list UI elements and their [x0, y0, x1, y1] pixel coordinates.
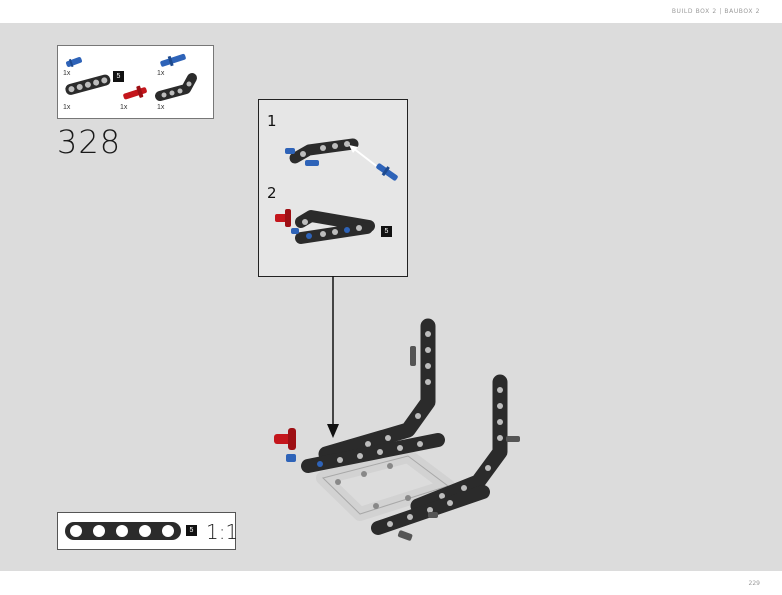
length-badge: 5 [113, 71, 124, 82]
parts-list: 1x 5 1x 1x 1x 1x [57, 45, 214, 119]
qty-blue-axle-pin: 1x [157, 70, 165, 77]
length-badge: 5 [381, 226, 392, 237]
blue-axle-pin-icon [160, 53, 186, 67]
down-arrow-icon [327, 276, 339, 438]
beam-scale-icon [65, 522, 181, 540]
red-axle-pin-icon [123, 85, 147, 100]
black-beam-5-icon [65, 74, 111, 95]
qty-black-bent-beam: 1x [157, 104, 165, 111]
header-text: BUILD BOX 2 | BAUBOX 2 [671, 8, 760, 15]
substep-1-illustration [285, 138, 398, 181]
qty-red-axle-pin: 1x [120, 104, 128, 111]
substep-number-1: 1 [267, 112, 277, 130]
substep-2-illustration [275, 209, 375, 244]
sub-assembly-callout: 1 2 5 [258, 99, 408, 277]
main-assembly-illustration [274, 318, 520, 541]
blue-connector-pin-icon [66, 57, 82, 68]
page-number: 229 [748, 580, 760, 587]
scale-label: 1:1 [206, 520, 239, 544]
substep-number-2: 2 [267, 184, 277, 202]
qty-blue-connector-pin: 1x [63, 70, 71, 77]
qty-black-beam: 1x [63, 104, 71, 111]
step-number: 328 [57, 123, 122, 161]
black-bent-beam-icon [155, 73, 197, 101]
scale-guide: 5 1:1 [57, 512, 239, 550]
length-badge: 5 [186, 525, 197, 536]
